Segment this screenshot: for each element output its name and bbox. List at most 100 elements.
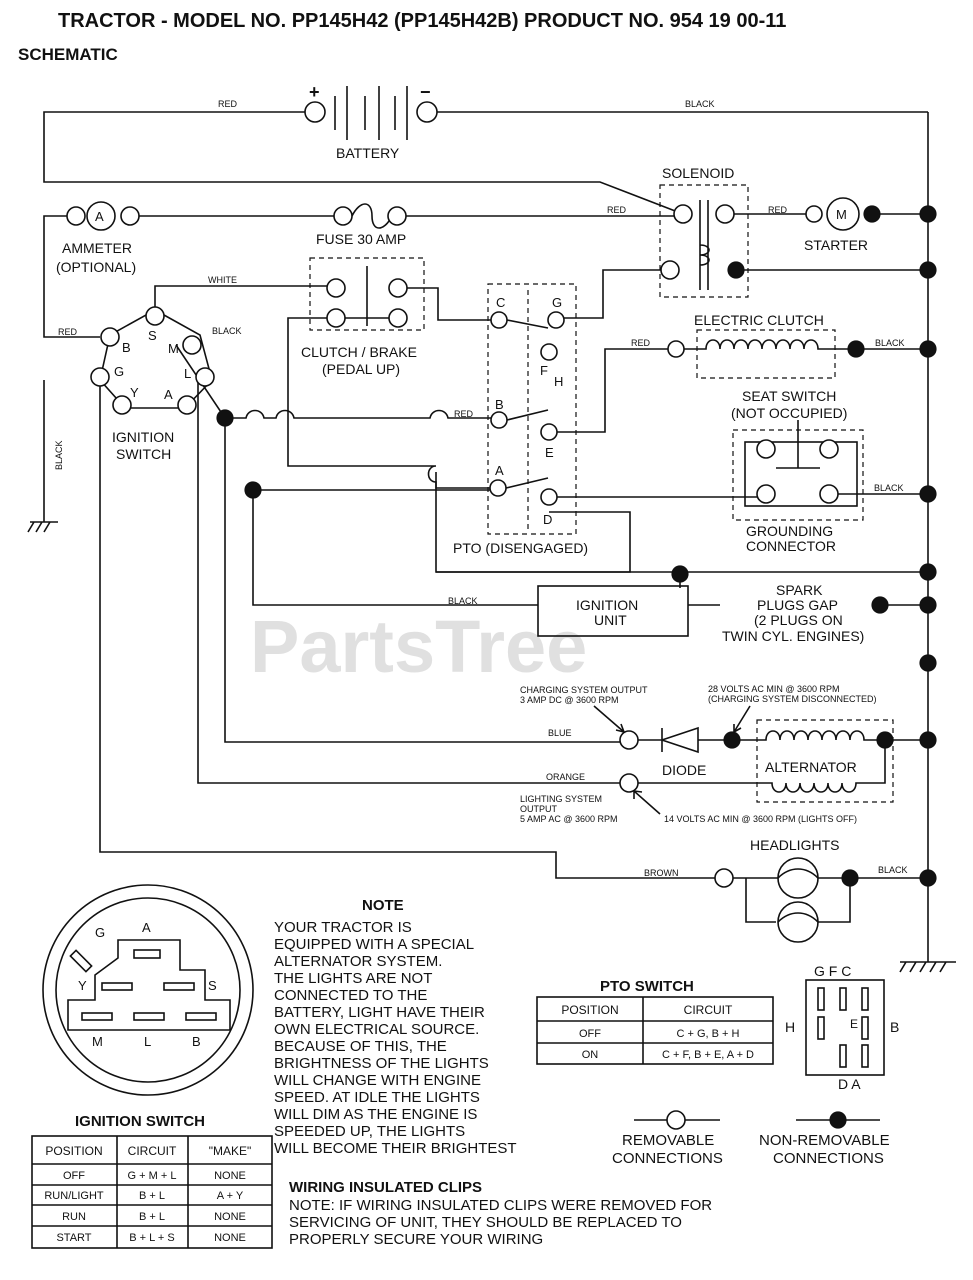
seat-switch-terminal	[819, 439, 839, 459]
ignition-terminal-b	[100, 327, 120, 347]
starter-ground	[863, 205, 881, 223]
pto-table-cell: ON	[582, 1049, 599, 1061]
brown-wire-label: BROWN	[644, 868, 679, 878]
spark-label-3: (2 PLUGS ON	[754, 612, 843, 628]
fuse-terminal-right	[387, 206, 407, 226]
seat-switch-body	[744, 441, 858, 507]
pto-label-h: H	[554, 374, 563, 389]
ign-label-l: L	[184, 366, 191, 381]
seat-switch-terminal	[756, 484, 776, 504]
lighting-output-label: LIGHTING SYSTEM	[520, 794, 602, 804]
ignition-face-outline	[67, 939, 231, 1031]
clutch-brake-terminal	[388, 308, 408, 328]
ign-face-y: Y	[78, 978, 87, 993]
pto-face-top: G F C	[814, 963, 851, 979]
clips-line: SERVICING OF UNIT, THEY SHOULD BE REPLAC…	[289, 1214, 682, 1231]
fuse-terminal-left	[333, 206, 353, 226]
ignition-red-label: RED	[58, 327, 78, 337]
charging-arrow	[593, 705, 626, 734]
clips-line: PROPERLY SECURE YOUR WIRING	[289, 1231, 543, 1248]
ammeter-symbol: A	[95, 209, 104, 224]
pto-face-center: E	[850, 1017, 858, 1031]
clutch-to-pto-wire	[398, 287, 499, 321]
bus-node	[919, 340, 937, 358]
ignition-unit-label: IGNITION	[576, 597, 638, 613]
pto-contact-a	[505, 477, 549, 489]
clutch-brake-label: CLUTCH / BRAKE	[301, 344, 417, 360]
ignition-switch-label: IGNITION	[112, 429, 174, 445]
ground-black-label: BLACK	[54, 440, 64, 470]
battery-negative-terminal	[416, 101, 438, 123]
battery-plus-label: +	[309, 82, 320, 102]
ign-label-m: M	[168, 341, 179, 356]
spark-label-4: TWIN CYL. ENGINES)	[722, 628, 864, 644]
ammeter-optional-label: (OPTIONAL)	[56, 259, 136, 275]
page-subtitle: SCHEMATIC	[18, 45, 118, 64]
ammeter-label: AMMETER	[62, 240, 132, 256]
solenoid-terminal-out	[715, 204, 735, 224]
ignition-terminal-g	[90, 367, 110, 387]
note-line: SPEEDED UP, THE LIGHTS	[274, 1123, 465, 1140]
headlight-lower-filament	[777, 912, 819, 923]
diode	[659, 726, 699, 754]
bus-node	[919, 485, 937, 503]
note-line: WILL BECOME THEIR BRIGHTEST	[274, 1140, 517, 1157]
pto-face-right: B	[890, 1019, 899, 1035]
starter-label: STARTER	[804, 237, 868, 253]
pto-label: PTO (DISENGAGED)	[453, 540, 588, 556]
electric-clutch-wire	[549, 348, 928, 433]
electric-clutch-ground	[847, 340, 865, 358]
clutch-brake-terminal	[326, 308, 346, 328]
solenoid-coil-wire	[555, 269, 670, 319]
ign-face-m: M	[92, 1034, 103, 1049]
battery-red-label: RED	[218, 99, 238, 109]
ignition-terminal-a	[177, 395, 197, 415]
spark-plug-node	[871, 596, 889, 614]
headlight-terminal	[714, 868, 734, 888]
note-line: BATTERY, LIGHT HAVE THEIR	[274, 1004, 485, 1021]
headlights-label: HEADLIGHTS	[750, 837, 839, 853]
ign-label-g: G	[114, 364, 124, 379]
headlight-upper	[777, 857, 819, 899]
ammeter-terminal-left	[66, 206, 86, 226]
junction-node	[244, 481, 262, 499]
electric-clutch-black-label: BLACK	[875, 338, 905, 348]
alternator-coil-2	[760, 740, 886, 793]
battery-label: BATTERY	[336, 145, 400, 161]
note-line: WILL DIM AS THE ENGINE IS	[274, 1106, 477, 1123]
electric-clutch-label: ELECTRIC CLUTCH	[694, 312, 824, 328]
solenoid-coil-terminal	[660, 260, 680, 280]
seat-switch-label: SEAT SWITCH	[742, 388, 836, 404]
grounding-connector-label: GROUNDING	[746, 523, 833, 539]
ignition-face-slot-s	[163, 982, 195, 991]
ignition-face-outer	[42, 884, 254, 1096]
pto-terminal-d	[540, 488, 558, 506]
clutch-brake-terminal	[326, 278, 346, 298]
ign-table-cell: B + L	[139, 1190, 165, 1202]
bus-node	[919, 563, 937, 581]
ignition-face-slot-m	[81, 1012, 113, 1021]
pto-terminal-g	[547, 311, 565, 329]
pto-label-d: D	[543, 512, 552, 527]
pto-terminal-f	[540, 343, 558, 361]
seat-switch-state: (NOT OCCUPIED)	[731, 405, 847, 421]
headlight-lower	[777, 901, 819, 943]
spark-label-2: PLUGS GAP	[757, 597, 838, 613]
pto-terminal-c	[490, 311, 508, 329]
ignition-table-title: IGNITION SWITCH	[75, 1113, 205, 1130]
seat-switch-contact	[776, 420, 820, 469]
lighting-output-label-3: 5 AMP AC @ 3600 RPM	[520, 814, 618, 824]
brown-wire	[99, 380, 928, 879]
pto-terminal-a	[489, 479, 507, 497]
ignition-face-slot-a	[133, 949, 161, 959]
watermark: PartsTree	[250, 605, 587, 688]
pto-face-left: H	[785, 1019, 795, 1035]
ign-face-l: L	[144, 1034, 151, 1049]
battery-minus-label: −	[420, 82, 431, 102]
solenoid-red-label: RED	[768, 205, 788, 215]
ign-table-cell: NONE	[214, 1170, 246, 1182]
note-line: BRIGHTNESS OF THE LIGHTS	[274, 1055, 489, 1072]
ignition-terminal-m	[182, 335, 202, 355]
ignition-face-inner	[55, 897, 241, 1083]
